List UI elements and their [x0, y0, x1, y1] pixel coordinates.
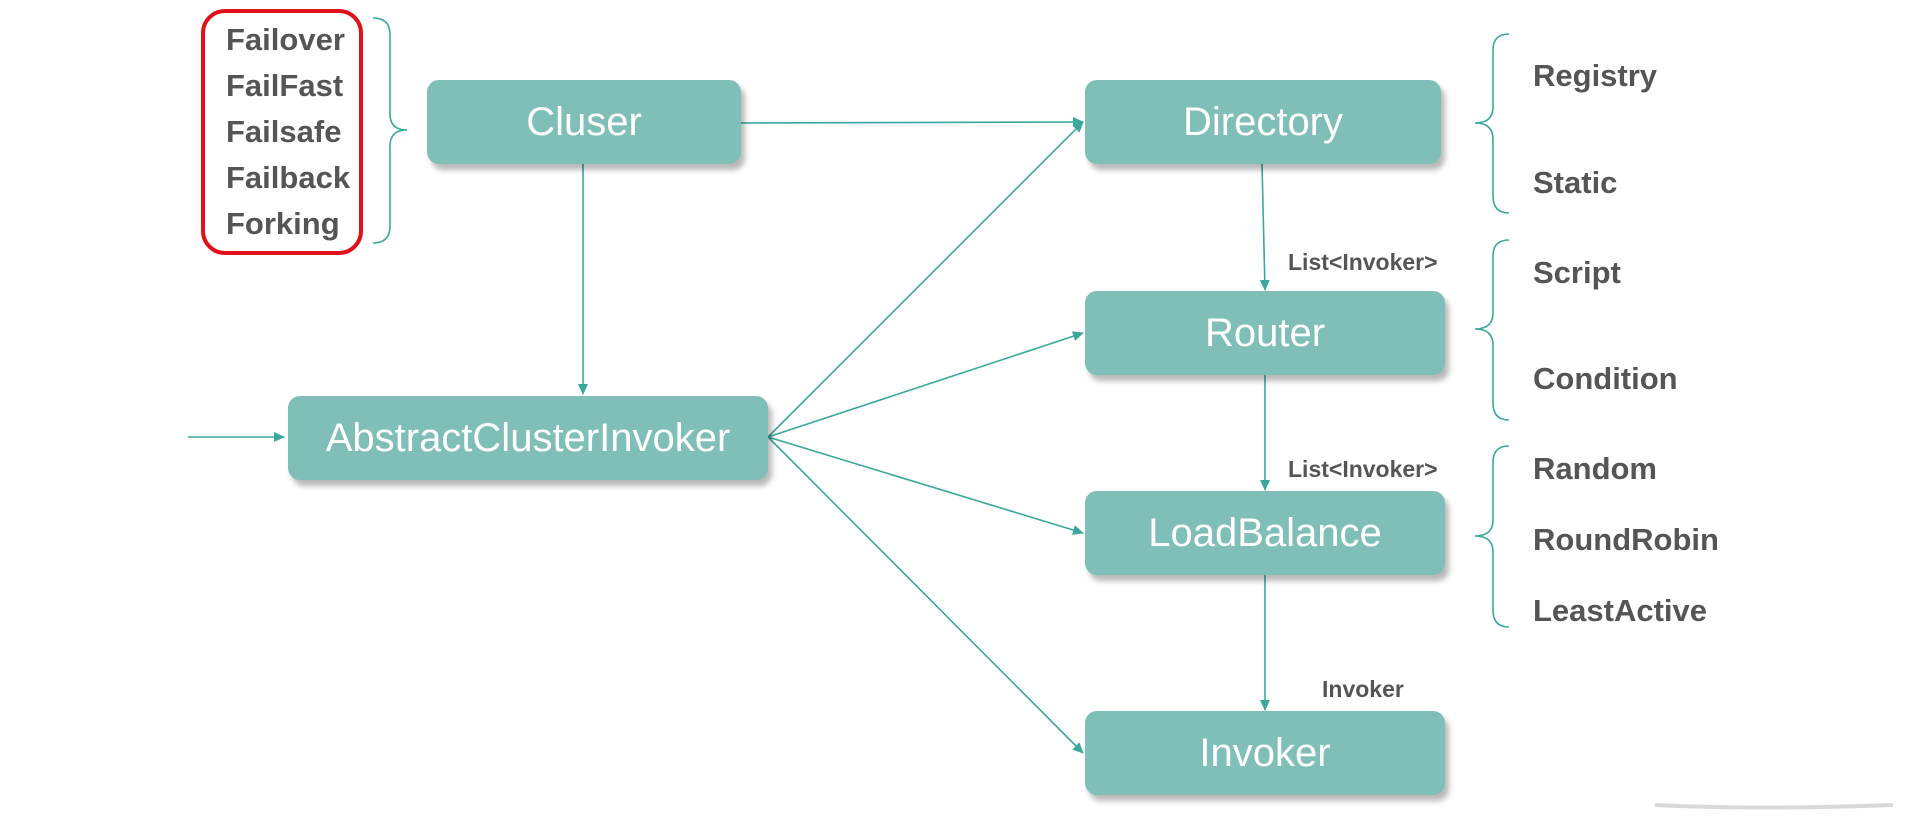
edge-abstract-to-loadbalance: [767, 436, 1084, 535]
corner-edge: [1654, 803, 1894, 810]
node-directory: Directory: [1085, 80, 1441, 164]
cluster-option-failsafe: Failsafe: [226, 114, 342, 149]
node-router: Router: [1085, 291, 1445, 375]
node-loadbalance: LoadBalance: [1085, 491, 1445, 575]
edge-directory-to-router: [1259, 163, 1270, 291]
cluster-options-highlight: [201, 9, 363, 255]
brace-loadbalance-options: [1474, 445, 1510, 628]
edge-label-directory-router: List<Invoker>: [1288, 249, 1438, 275]
cluster-option-failback: Failback: [226, 160, 351, 195]
router-option-script: Script: [1533, 255, 1621, 290]
directory-option-registry: Registry: [1533, 58, 1658, 93]
loadbalance-option-roundrobin: RoundRobin: [1533, 522, 1719, 557]
node-invoker: Invoker: [1085, 711, 1445, 795]
edge-abstract-to-router: [767, 331, 1084, 438]
brace-router-options: [1474, 239, 1510, 421]
edge-label-loadbalance-invoker: Invoker: [1322, 676, 1404, 702]
cluster-option-failover: Failover: [226, 22, 345, 57]
loadbalance-option-random: Random: [1533, 451, 1657, 486]
loadbalance-option-leastactive: LeastActive: [1533, 593, 1708, 628]
brace-cluster-options: [372, 17, 408, 244]
directory-option-static: Static: [1533, 165, 1618, 200]
edge-cluster-to-directory: [740, 117, 1084, 128]
edge-abstract-to-directory: [767, 121, 1084, 438]
edge-label-router-loadbalance: List<Invoker>: [1288, 456, 1438, 482]
cluster-option-failfast: FailFast: [226, 68, 344, 103]
edge-abstract-to-invoker: [767, 436, 1084, 754]
router-option-condition: Condition: [1533, 361, 1678, 396]
brace-directory-options: [1474, 33, 1510, 214]
node-cluster: Cluser: [427, 80, 741, 164]
node-abstract-cluster-invoker: AbstractClusterInvoker: [288, 396, 768, 480]
cluster-option-forking: Forking: [226, 206, 340, 241]
